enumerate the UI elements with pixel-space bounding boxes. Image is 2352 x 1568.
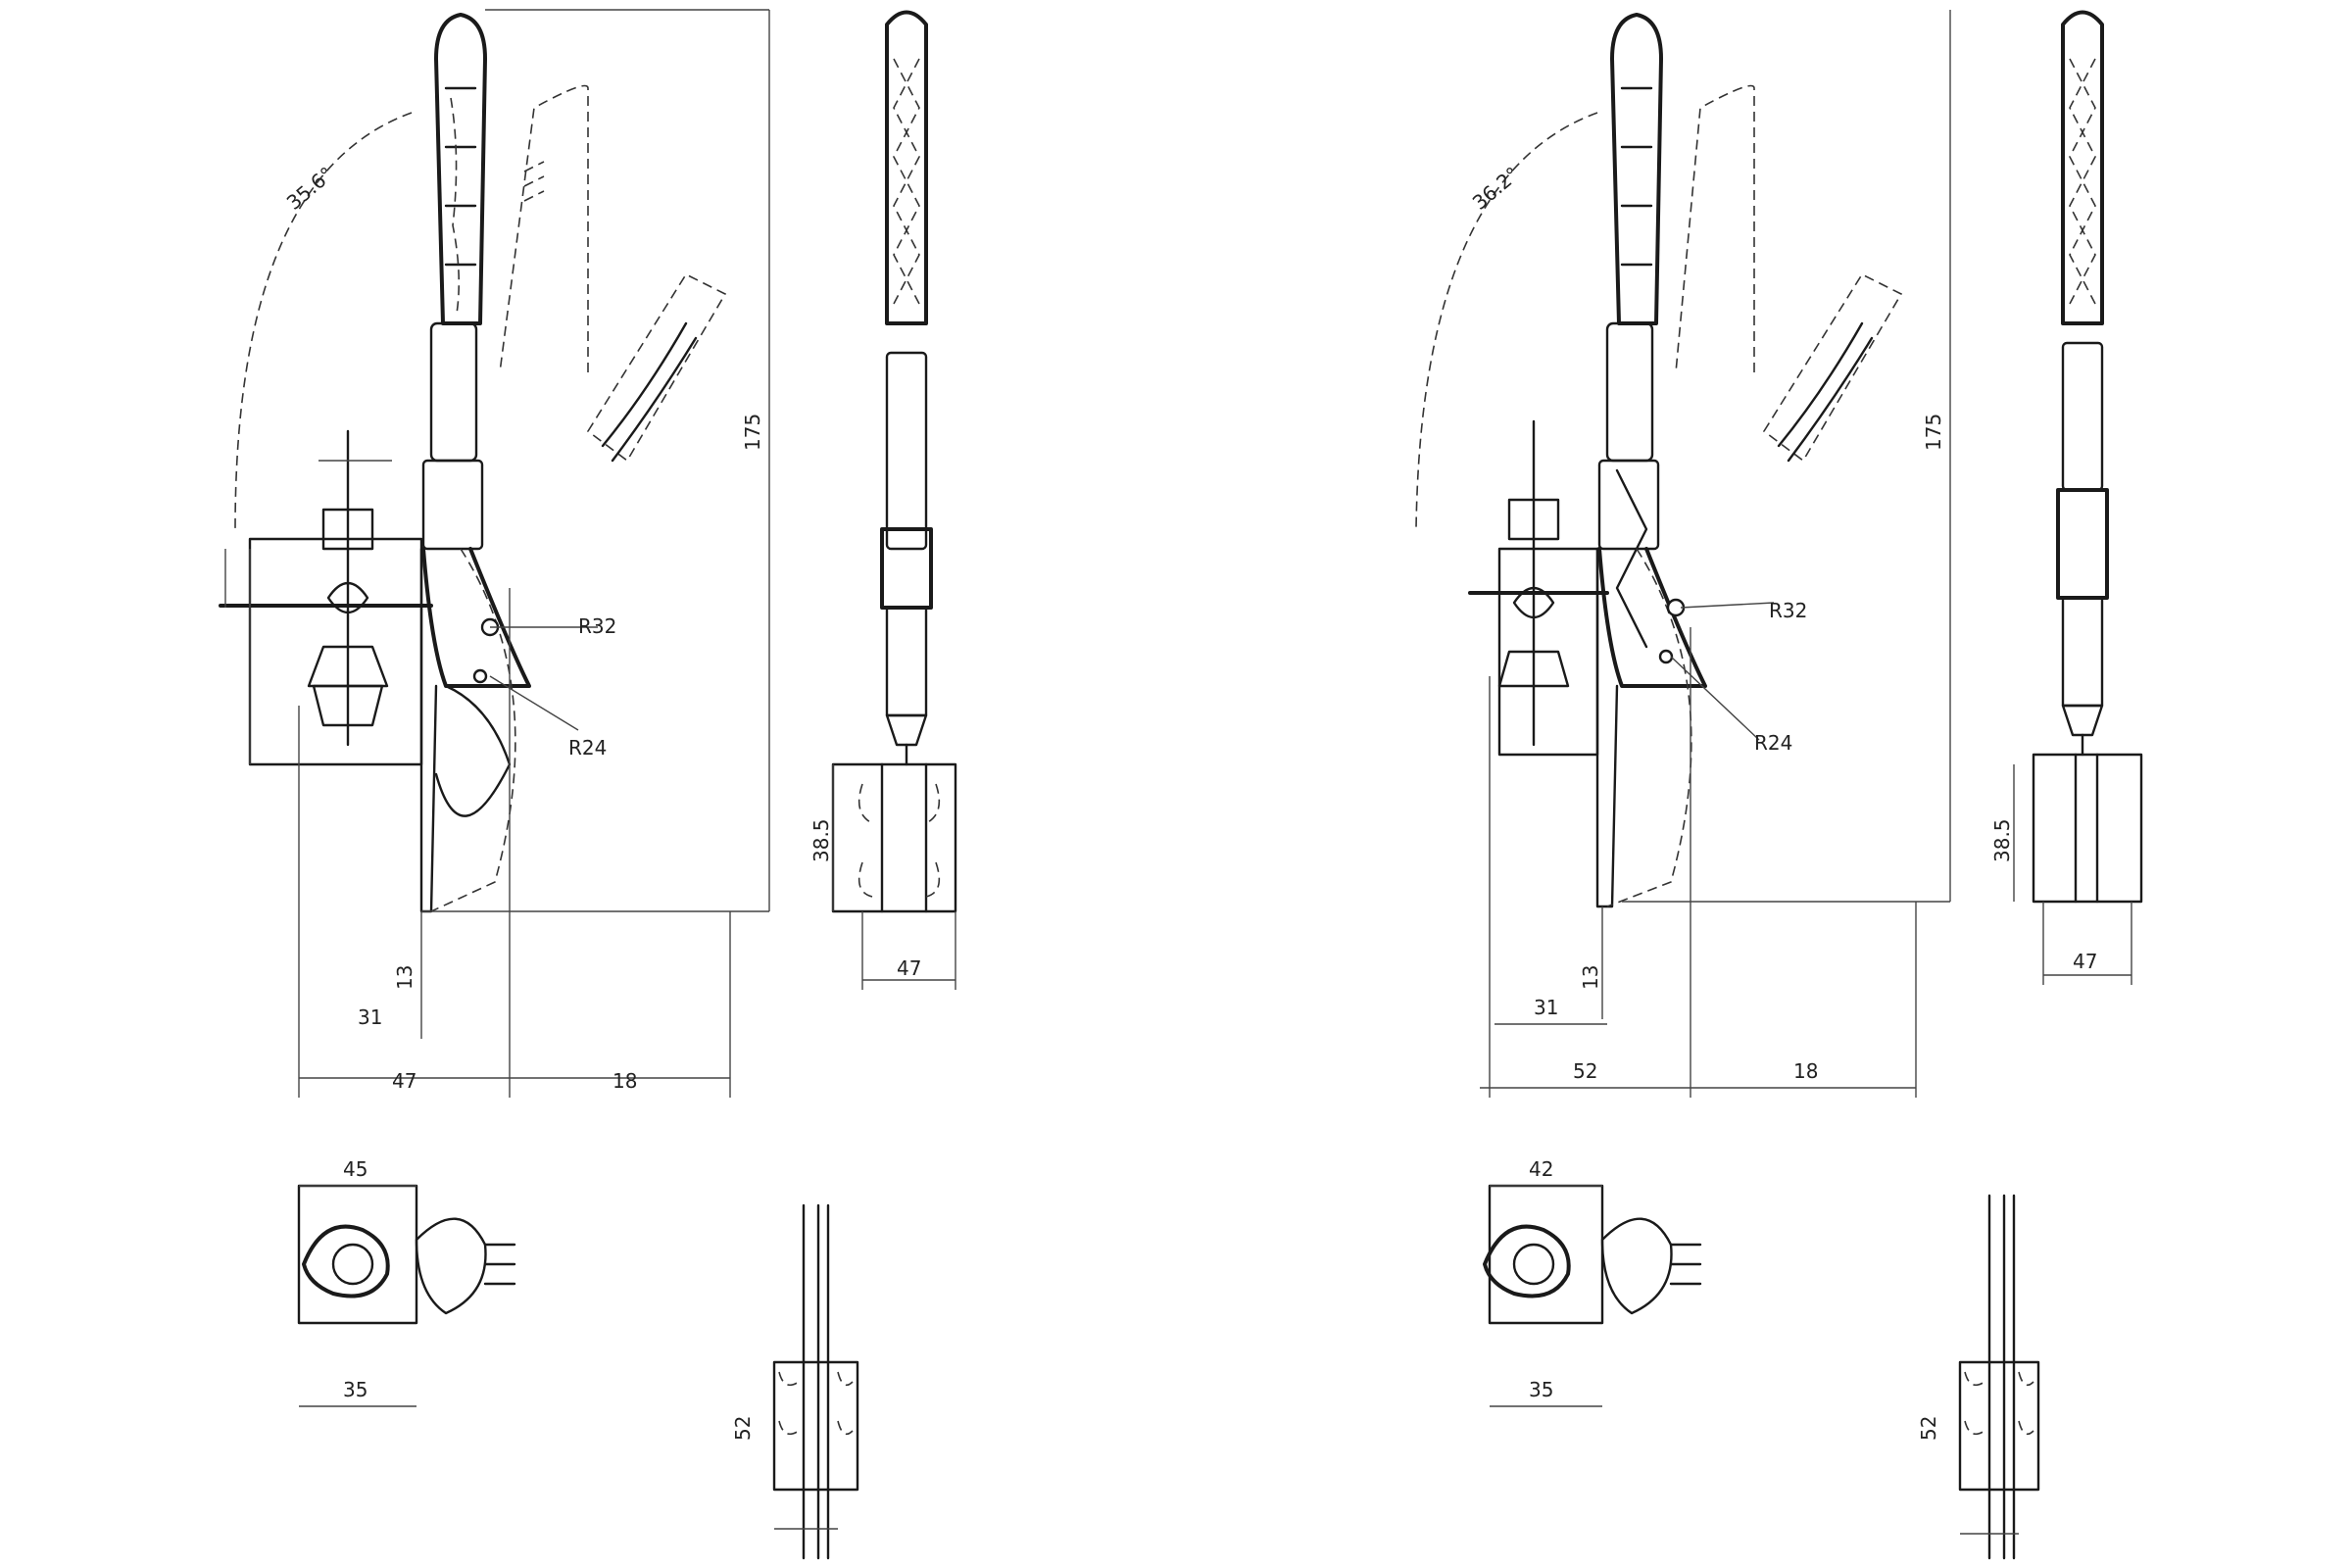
right-side-base-height: 38.5	[1990, 818, 2014, 862]
right-side-view: 47 38.5	[1990, 10, 2143, 985]
right-dim-offset-left: 31	[1534, 996, 1558, 1019]
left-side-base-width: 47	[897, 956, 921, 980]
left-side-view: 47 38.5	[809, 10, 957, 990]
right-side-base-width: 47	[2073, 950, 2097, 973]
right-top-width: 42	[1529, 1157, 1553, 1181]
right-dim-reach: 18	[1793, 1059, 1818, 1083]
left-dim-width-total: 47	[392, 1069, 416, 1093]
right-end-view: 52	[1917, 1194, 2040, 1560]
left-end-slot: 52	[731, 1416, 755, 1441]
right-dim-radius-b: R24	[1754, 731, 1792, 755]
left-top-view: 45 35	[297, 1157, 516, 1407]
left-dim-height: 175	[741, 414, 764, 451]
left-dim-radius-a: R32	[578, 614, 616, 638]
left-dim-radius-b: R24	[568, 736, 607, 760]
right-dim-offset-small: 13	[1579, 965, 1602, 990]
right-end-slot: 52	[1917, 1416, 1940, 1441]
left-front-view: 175 R32 R24 47 31 13 18 35.6°	[219, 9, 770, 1098]
right-dim-sweep: 36.2°	[1468, 162, 1524, 214]
right-dim-width-total: 52	[1573, 1059, 1597, 1083]
right-top-view: 42 35	[1483, 1157, 1702, 1407]
left-side-base-height: 38.5	[809, 818, 833, 862]
right-dim-height: 175	[1922, 414, 1945, 451]
left-dim-sweep: 35.6°	[282, 162, 338, 214]
left-variant: 175 R32 R24 47 31 13 18 35.6°	[219, 9, 957, 1560]
left-dim-reach: 18	[612, 1069, 637, 1093]
left-bottom-width: 35	[343, 1378, 368, 1401]
right-dim-radius-a: R32	[1769, 599, 1807, 622]
right-front-view: 175 R32 R24 52 31 13 18 36.2°	[1415, 10, 1951, 1098]
left-dim-offset-left: 31	[358, 1005, 382, 1029]
left-dim-offset-small: 13	[393, 965, 416, 990]
right-bottom-width: 35	[1529, 1378, 1553, 1401]
left-end-view: 52	[731, 1203, 859, 1560]
right-variant: 175 R32 R24 52 31 13 18 36.2° 4	[1415, 10, 2143, 1560]
left-top-width: 45	[343, 1157, 368, 1181]
